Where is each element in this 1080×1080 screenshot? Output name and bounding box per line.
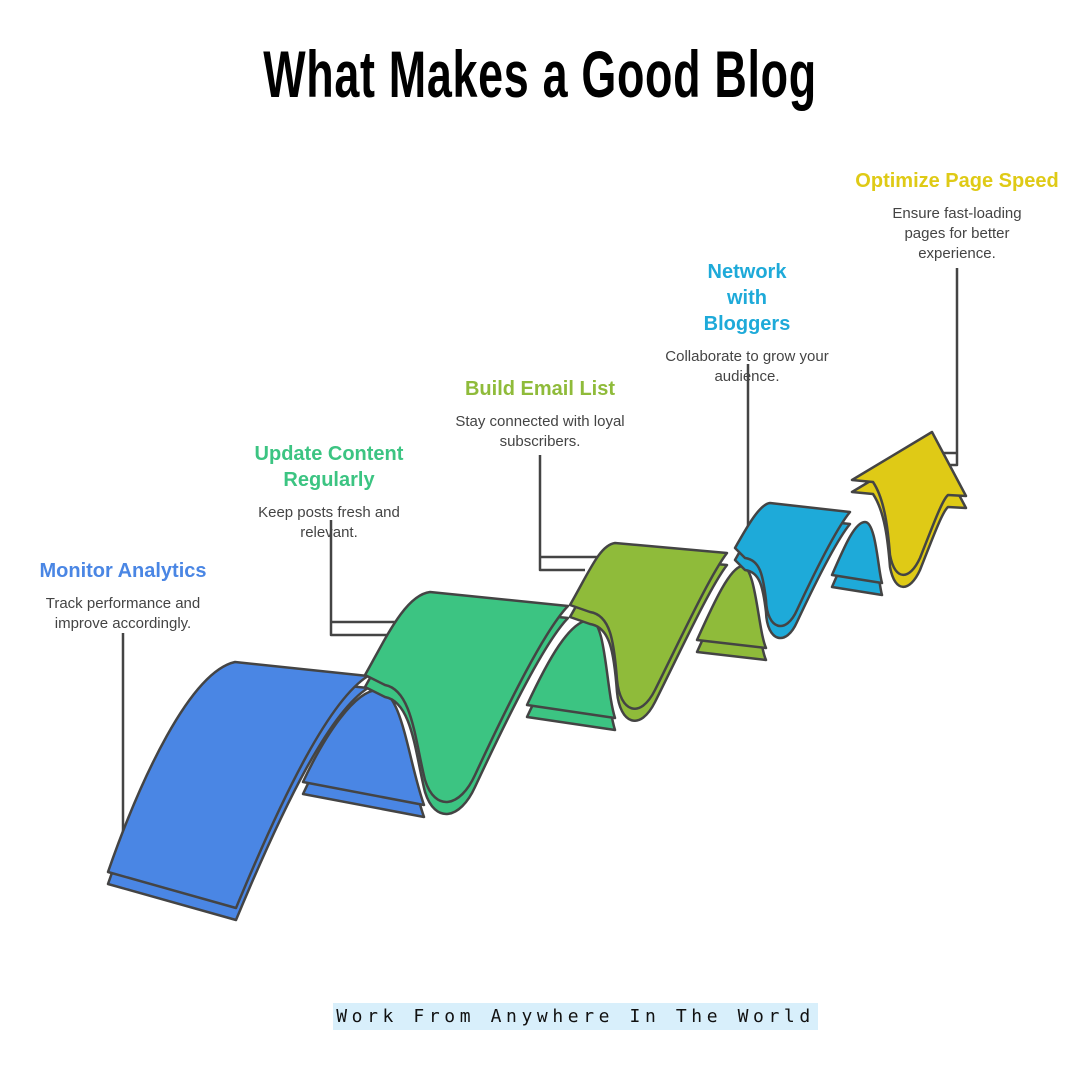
step-description: Collaborate to grow your audience. — [665, 348, 829, 385]
step-title: Optimize Page Speed — [855, 170, 1059, 192]
step-title: Network with Bloggers — [703, 261, 791, 335]
step-update-content: Update Content Regularly Keep posts fres… — [236, 441, 422, 543]
title-text: What Makes a Good Blog — [263, 37, 817, 111]
step-description: Track performance and improve accordingl… — [45, 595, 201, 632]
connector-speed — [940, 268, 959, 467]
segment-monitor-analytics — [106, 660, 426, 922]
connector-update — [329, 520, 400, 637]
connector-email — [538, 455, 600, 572]
step-optimize-speed: Optimize Page Speed Ensure fast-loading … — [846, 168, 1068, 264]
step-build-email-list: Build Email List Stay connected with loy… — [450, 376, 630, 452]
step-description: Keep posts fresh and relevant. — [258, 504, 400, 541]
footer-banner: Work From Anywhere In The World — [333, 1003, 818, 1030]
page-title: What Makes a Good Blog — [0, 36, 1080, 112]
step-network-bloggers: Network with Bloggers Collaborate to gro… — [652, 259, 842, 387]
step-title: Build Email List — [464, 378, 616, 400]
step-description: Stay connected with loyal subscribers. — [455, 413, 625, 450]
step-monitor-analytics: Monitor Analytics Track performance and … — [20, 558, 226, 634]
step-title: Monitor Analytics — [39, 560, 207, 582]
step-title: Update Content Regularly — [254, 443, 404, 491]
step-description: Ensure fast-loading pages for better exp… — [892, 205, 1022, 262]
